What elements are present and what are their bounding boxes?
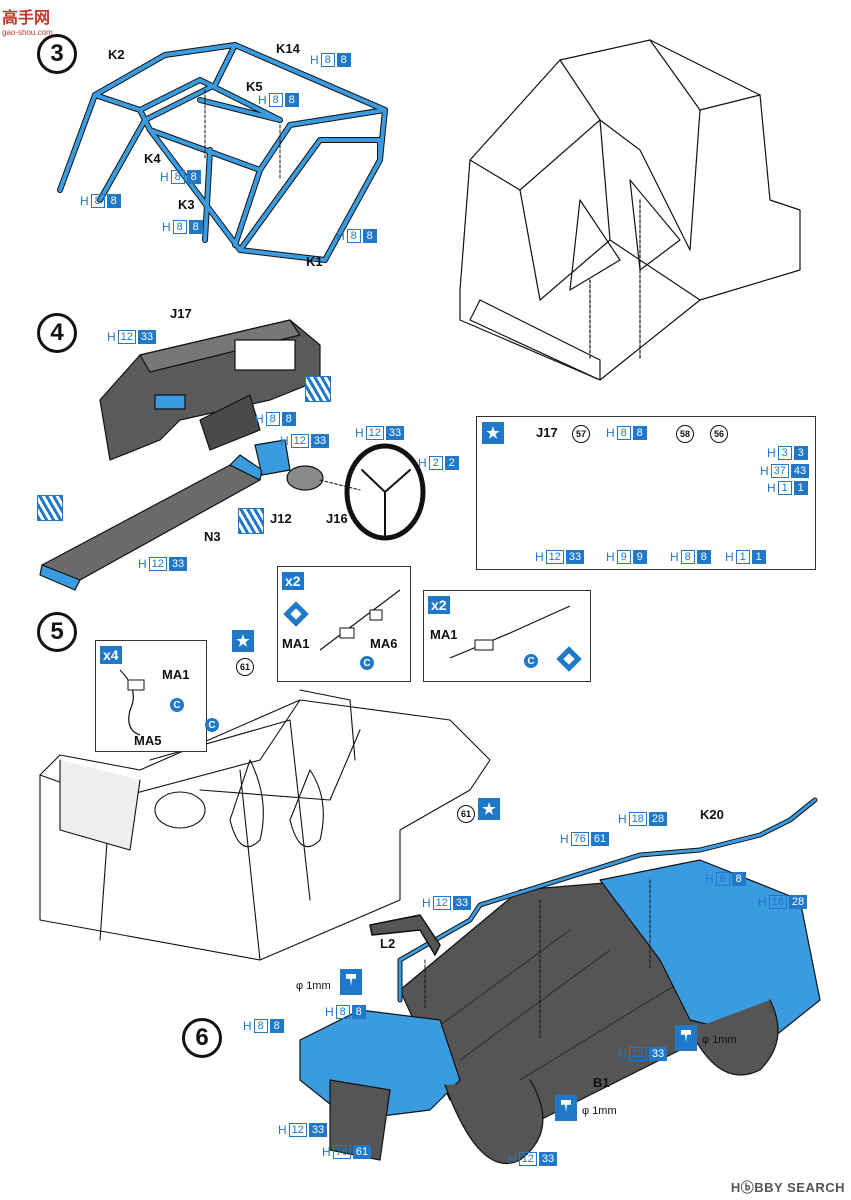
glue-mark-icon: C [524, 654, 538, 668]
quantity-badge: x2 [428, 596, 450, 614]
glue-mark-icon: C [170, 698, 184, 712]
hole-size: φ 1mm [582, 1105, 617, 1117]
decal-number: 58 [676, 425, 694, 443]
quantity-badge: x2 [282, 572, 304, 590]
part-label: K5 [246, 79, 263, 94]
steering-wheel-j16 [344, 443, 426, 541]
drill-hole-icon [675, 1025, 697, 1051]
part-label: K1 [306, 254, 323, 269]
part-label: J16 [326, 511, 348, 526]
quantity-badge: x4 [100, 646, 122, 664]
belt-drawing [119, 669, 145, 736]
chassis-b1 [299, 859, 821, 1165]
decal-number: 57 [572, 425, 590, 443]
dashboard-detail-panel [476, 416, 816, 570]
part-label: K20 [700, 807, 724, 822]
interior-tub [459, 39, 801, 381]
part-label: MA5 [134, 733, 162, 748]
decal-marker-icon [37, 495, 63, 521]
decal-number: 61 [457, 805, 475, 823]
part-label: MA6 [370, 636, 398, 651]
roll-cage-fill [58, 43, 387, 262]
hobby-search-watermark: HⓑBBY SEARCH [730, 1180, 845, 1195]
part-label: J17 [170, 306, 192, 321]
belt-drawing [449, 605, 571, 659]
part-label: K14 [276, 41, 300, 56]
drill-hole-icon [340, 969, 362, 995]
belt-detail-panel [277, 566, 411, 682]
part-label: MA1 [162, 667, 190, 682]
part-label: B1 [593, 1075, 610, 1090]
step-number: 4 [37, 313, 77, 353]
glue-mark-icon: C [205, 718, 219, 732]
part-label: MA1 [282, 636, 310, 651]
part-label: K3 [178, 197, 195, 212]
part-label: MA1 [430, 627, 458, 642]
part-label: N3 [204, 529, 221, 544]
part-label: K4 [144, 151, 161, 166]
step-number: 6 [182, 1018, 222, 1058]
j12-pedal [254, 439, 324, 491]
center-console-n3 [39, 454, 263, 591]
glue-mark-icon: C [360, 656, 374, 670]
decal-marker-icon [238, 508, 264, 534]
decal-marker-icon [305, 376, 331, 402]
part-label: K2 [108, 47, 125, 62]
part-label: J12 [270, 511, 292, 526]
step-number: 3 [37, 34, 77, 74]
hole-size: φ 1mm [702, 1034, 737, 1046]
interior-step5 [39, 689, 491, 961]
site-watermark: 高手网 gao-shou.com [2, 4, 53, 37]
belt-drawing [319, 589, 401, 651]
decal-number: 56 [710, 425, 728, 443]
star-icon: ★ [478, 798, 500, 820]
hole-size: φ 1mm [296, 980, 331, 992]
watermark-subtext: gao-shou.com [2, 28, 53, 37]
step-number: 5 [37, 612, 77, 652]
drill-hole-icon [555, 1095, 577, 1121]
watermark-text: 高手网 [2, 10, 51, 27]
part-label: J17 [536, 425, 558, 440]
star-icon: ★ [232, 630, 254, 652]
decal-number: 61 [236, 658, 254, 676]
star-icon: ★ [482, 422, 504, 444]
dashboard [99, 319, 321, 461]
part-label: L2 [380, 936, 396, 951]
lever-l2 [369, 914, 441, 956]
